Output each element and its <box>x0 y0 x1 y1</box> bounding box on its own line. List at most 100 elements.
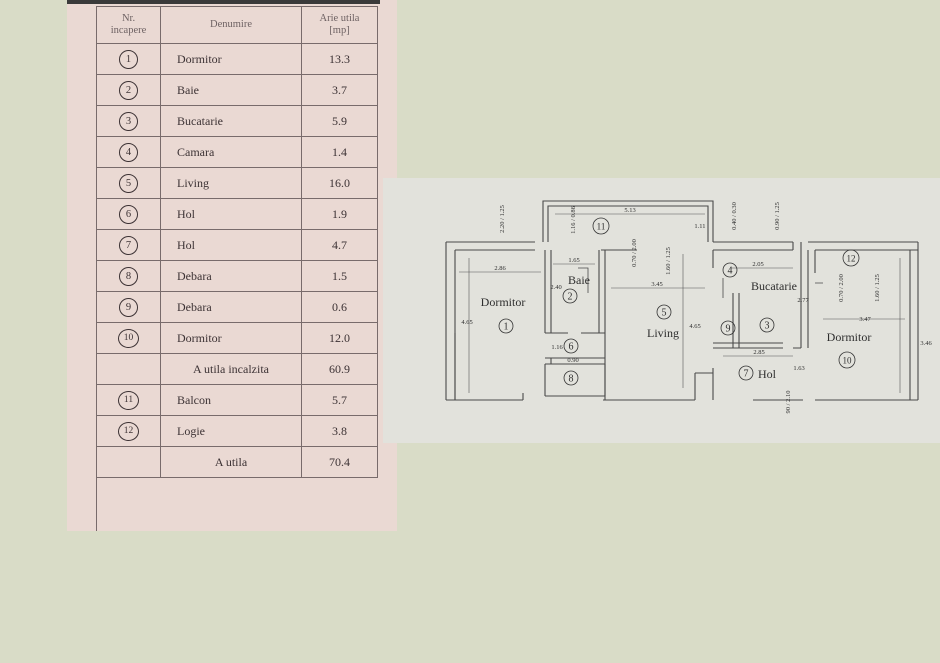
room-number-circle: 6 <box>119 204 138 224</box>
dim-160b: 1.60 / 1.25 <box>874 274 881 302</box>
sheet-top-edge <box>67 0 380 4</box>
cell-name: Debara <box>160 260 302 292</box>
plan-nr-2: 2 <box>562 288 578 304</box>
cell-nr <box>96 446 161 478</box>
cell-name: Hol <box>160 198 302 230</box>
balcony-outline <box>542 200 714 242</box>
cell-area: 1.4 <box>301 136 378 168</box>
dim-116: 1.16 / 0.86 <box>570 205 577 234</box>
floor-plan: Dormitor Baie Living Bucatarie Hol Dormi… <box>445 200 932 414</box>
room-number-circle: 7 <box>119 235 138 255</box>
room-number-circle: 2 <box>119 80 138 100</box>
plan-nr-11: 11 <box>592 217 610 235</box>
floor-plan-background <box>383 178 940 443</box>
cell-nr <box>96 353 161 385</box>
sheet-margin-line <box>96 478 97 531</box>
cell-area: 1.9 <box>301 198 378 230</box>
plan-nr-12: 12 <box>842 249 860 267</box>
kitchen-wall <box>713 241 809 348</box>
svg-text:7: 7 <box>744 369 749 380</box>
cell-name: Debara <box>160 291 302 323</box>
dim-165: 1.65 <box>568 257 579 264</box>
cell-area: 5.9 <box>301 105 378 137</box>
header-nr: Nr. incapere <box>96 6 161 44</box>
svg-text:3: 3 <box>765 321 770 332</box>
room-number-circle: 12 <box>118 421 139 441</box>
dim-070a: 0.70 / 2.00 <box>631 239 638 267</box>
cell-nr: 10 <box>96 322 161 354</box>
plan-room-bucatarie: Bucatarie <box>751 279 797 293</box>
cell-nr: 8 <box>96 260 161 292</box>
svg-text:10: 10 <box>843 356 853 366</box>
dim-240: 2.40 <box>550 284 561 291</box>
dormitor10-wall <box>792 241 919 401</box>
svg-text:12: 12 <box>847 254 856 264</box>
cell-area: 1.5 <box>301 260 378 292</box>
dim-513: 5.13 <box>624 207 635 214</box>
cell-area: 13.3 <box>301 43 378 75</box>
cell-nr: 6 <box>96 198 161 230</box>
plan-nr-1: 1 <box>498 318 514 334</box>
dim-220: 2.20 / 1.25 <box>499 205 506 233</box>
plan-nr-6: 6 <box>563 338 579 354</box>
cell-name: Dormitor <box>160 322 302 354</box>
dim-286: 2.86 <box>494 265 506 272</box>
dim-205: 2.05 <box>752 261 763 268</box>
dim-160a: 1.60 / 1.25 <box>665 247 672 275</box>
cell-name: A utila incalzita <box>160 353 302 385</box>
cell-nr: 5 <box>96 167 161 199</box>
header-name-text: Denumire <box>210 19 252 30</box>
cell-area: 3.7 <box>301 74 378 106</box>
inner-walls <box>454 293 740 400</box>
room-number-circle: 5 <box>119 173 138 193</box>
cell-nr: 9 <box>96 291 161 323</box>
plan-room-living: Living <box>647 326 679 340</box>
svg-text:9: 9 <box>726 324 731 335</box>
debara8-walls <box>544 357 606 397</box>
svg-text:8: 8 <box>569 374 574 385</box>
cell-name: Dormitor <box>160 43 302 75</box>
room-number-circle: 9 <box>119 297 138 317</box>
cell-nr: 4 <box>96 136 161 168</box>
dim-210: 90 / 2.10 <box>785 391 792 414</box>
room-number-circle: 4 <box>119 142 138 162</box>
dim-070b: 0.70 / 2.00 <box>838 274 845 302</box>
svg-text:2: 2 <box>568 292 573 303</box>
table-header-row: Nr. incapere Denumire Arie utila [mp] <box>96 6 378 44</box>
plan-room-dormitor1: Dormitor <box>481 295 526 309</box>
svg-text:1: 1 <box>504 322 509 333</box>
plan-room-hol7: Hol <box>758 367 777 381</box>
cell-name: Baie <box>160 74 302 106</box>
plan-nr-4: 4 <box>722 262 738 278</box>
outer-wall <box>445 241 535 401</box>
room-number-circle: 1 <box>119 49 138 69</box>
cell-name: Bucatarie <box>160 105 302 137</box>
cell-nr: 11 <box>96 384 161 416</box>
dim-345: 3.45 <box>651 281 662 288</box>
cell-nr: 2 <box>96 74 161 106</box>
svg-text:4: 4 <box>728 266 733 277</box>
dim-346: 3.46 <box>920 340 932 347</box>
baie-walls <box>544 250 606 400</box>
dim-111: 1.11 <box>694 223 705 230</box>
dim-040: 0.40 / 0.30 <box>731 202 738 230</box>
dim-347: 3.47 <box>859 316 871 323</box>
cell-nr: 12 <box>96 415 161 447</box>
cell-area: 5.7 <box>301 384 378 416</box>
cell-area: 16.0 <box>301 167 378 199</box>
room-number-circle: 11 <box>118 390 139 410</box>
dim-285: 2.85 <box>753 349 764 356</box>
room-number-circle: 8 <box>119 266 138 286</box>
plan-room-dormitor10: Dormitor <box>827 330 872 344</box>
